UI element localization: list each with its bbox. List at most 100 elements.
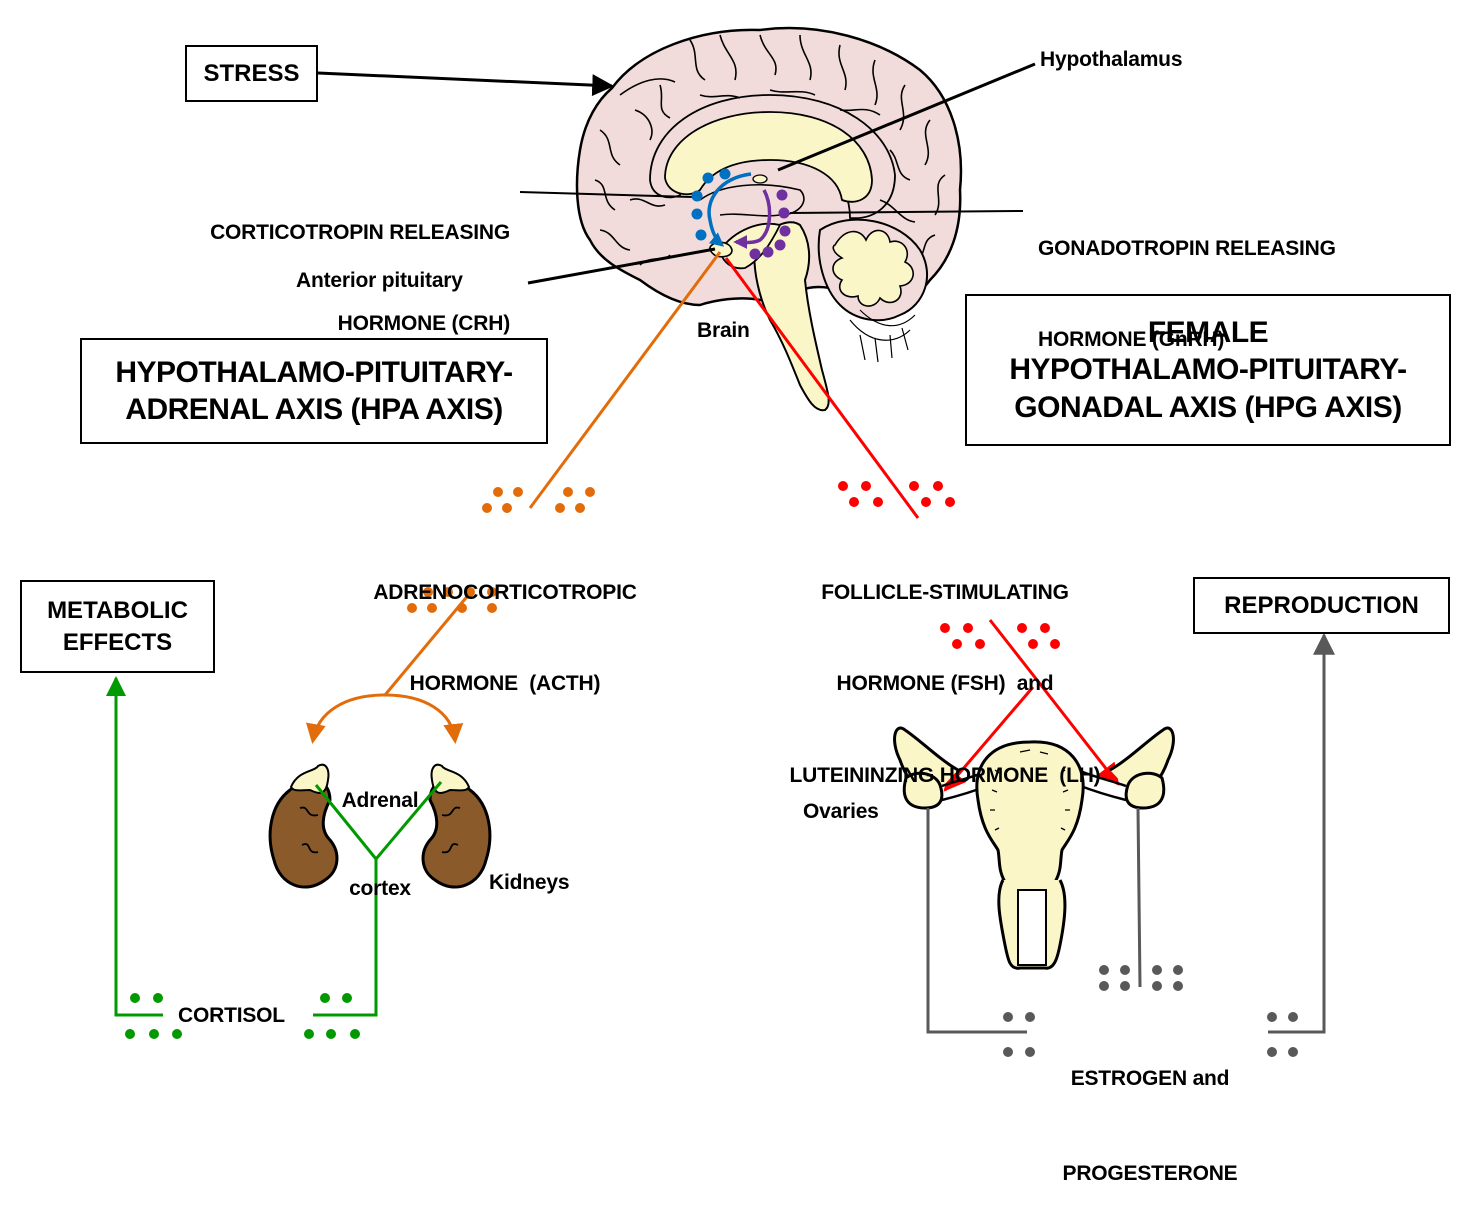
crh-dots xyxy=(691,168,731,241)
acth-molecule-dot xyxy=(585,487,595,497)
estrogen-line-2: PROGESTERONE xyxy=(1062,1161,1238,1185)
estrogen-line-1: ESTROGEN and xyxy=(1070,1067,1230,1090)
estrogen-molecule-dot xyxy=(1025,1012,1035,1022)
acth-dots xyxy=(407,487,595,613)
reproduction-box-text: REPRODUCTION xyxy=(1224,591,1419,619)
uterus-illustration xyxy=(893,726,1175,970)
pituitary-pointer xyxy=(527,247,716,285)
cortisol-trunk xyxy=(313,859,378,1017)
hpa-hpg-diagram: STRESS HYPOTHALAMO-PITUITARY- ADRENAL AX… xyxy=(20,26,1451,1185)
brain-illustration xyxy=(575,26,963,412)
acth-molecule-dot xyxy=(502,503,512,513)
estrogen-to-reproduction xyxy=(1268,632,1335,1034)
crh-molecule-dot xyxy=(702,172,714,184)
gnrh-molecule-dot xyxy=(778,207,790,219)
fsh-lh-molecule-dot xyxy=(963,623,973,633)
cortisol-molecule-dot xyxy=(153,993,163,1003)
crh-molecule-dot xyxy=(695,229,707,241)
hpa-axis-line-2: ADRENAL AXIS (HPA AXIS) xyxy=(125,393,503,426)
estrogen-dots xyxy=(1003,965,1298,1057)
adrenal-cortex-line-1: Adrenal xyxy=(341,788,419,812)
acth-molecule-dot xyxy=(555,503,565,513)
acth-line-upper xyxy=(528,251,722,509)
hpa-axis-line-1: HYPOTHALAMO-PITUITARY- xyxy=(115,355,513,389)
cortisol-molecule-dot xyxy=(320,993,330,1003)
acth-label-line-2: HORMONE (ACTH) xyxy=(409,672,601,696)
fsh-lh-molecule-dot xyxy=(861,481,871,491)
adrenal-cortex-label: Adrenal cortex xyxy=(320,727,440,933)
acth-molecule-dot xyxy=(407,603,417,613)
fsh-lh-line-lower xyxy=(988,619,1039,681)
fsh-lh-to-right-ovary xyxy=(1035,679,1120,786)
acth-molecule-dot xyxy=(423,587,433,597)
acth-molecule-dot xyxy=(443,587,453,597)
metabolic-line-2: EFFECTS xyxy=(62,628,173,656)
ovaries-label: Ovaries xyxy=(803,800,879,823)
cortisol-to-metabolic xyxy=(106,676,163,1017)
estrogen-molecule-dot xyxy=(1003,1047,1013,1057)
kidneys-label: Kidneys xyxy=(489,871,570,894)
fsh-lh-molecule-dot xyxy=(921,497,931,507)
hypothalamus-pointer xyxy=(777,62,1036,172)
hypothalamus-marker xyxy=(752,174,768,184)
stress-arrow xyxy=(317,71,615,97)
adrenal-cortex-line-2: cortex xyxy=(349,876,411,900)
left-kidney xyxy=(268,763,339,889)
cortisol-molecule-dot xyxy=(130,993,140,1003)
fsh-lh-line-upper xyxy=(724,257,920,519)
hpg-axis-line-2: HYPOTHALAMO-PITUITARY- xyxy=(1009,353,1407,387)
acth-molecule-dot xyxy=(427,603,437,613)
hpa-axis-box: HYPOTHALAMO-PITUITARY- ADRENAL AXIS (HPA… xyxy=(80,338,548,444)
gnrh-molecule-dot xyxy=(762,246,774,258)
estrogen-molecule-dot xyxy=(1099,981,1109,991)
fsh-lh-molecule-dot xyxy=(975,639,985,649)
fsh-lh-molecule-dot xyxy=(1028,639,1038,649)
fsh-lh-label-line-3: LUTEININZING HORMONE (LH) xyxy=(789,763,1101,787)
cortisol-dots xyxy=(125,993,360,1039)
crh-label-line-1: CORTICOTROPIN RELEASING xyxy=(210,220,510,244)
fsh-lh-molecule-dot xyxy=(1040,623,1050,633)
metabolic-effects-box: METABOLIC EFFECTS xyxy=(20,580,215,673)
fsh-lh-molecule-dot xyxy=(933,481,943,491)
cortisol-label: CORTISOL xyxy=(178,1004,285,1027)
fsh-lh-molecule-dot xyxy=(1050,639,1060,649)
acth-molecule-dot xyxy=(457,603,467,613)
estrogen-molecule-dot xyxy=(1003,1012,1013,1022)
cortisol-molecule-dot xyxy=(342,993,352,1003)
reproduction-box: REPRODUCTION xyxy=(1193,577,1450,634)
estrogen-molecule-dot xyxy=(1120,965,1130,975)
adrenal-arc-right xyxy=(384,693,464,744)
gnrh-label-line-1: GONADOTROPIN RELEASING xyxy=(1038,236,1336,260)
estrogen-molecule-dot xyxy=(1288,1012,1298,1022)
estrogen-molecule-dot xyxy=(1173,981,1183,991)
acth-molecule-dot xyxy=(487,603,497,613)
diagram-artwork xyxy=(106,26,1335,1057)
adrenal-arc-left xyxy=(305,693,386,744)
estrogen-left-line xyxy=(926,808,1027,1034)
cortisol-molecule-dot xyxy=(326,1029,336,1039)
estrogen-molecule-dot xyxy=(1120,981,1130,991)
crh-arrow xyxy=(707,172,752,247)
left-ovary xyxy=(902,771,944,810)
fsh-lh-to-left-ovary xyxy=(943,686,1035,792)
crh-molecule-dot xyxy=(719,168,731,180)
estrogen-molecule-dot xyxy=(1267,1047,1277,1057)
acth-molecule-dot xyxy=(493,487,503,497)
gnrh-pointer xyxy=(789,210,1024,214)
estrogen-molecule-dot xyxy=(1267,1012,1277,1022)
hpg-axis-line-3: GONADAL AXIS (HPG AXIS) xyxy=(1014,390,1402,424)
acth-label-line-1: ADRENOCORTICOTROPIC xyxy=(373,580,637,604)
estrogen-molecule-dot xyxy=(1099,965,1109,975)
crh-label-line-2: HORMONE (CRH) xyxy=(337,312,511,336)
cortisol-molecule-dot xyxy=(304,1029,314,1039)
fsh-lh-label-line-1: FOLLICLE-STIMULATING xyxy=(821,580,1069,604)
cortisol-molecule-dot xyxy=(125,1029,135,1039)
estrogen-molecule-dot xyxy=(1152,981,1162,991)
crh-label: CORTICOTROPIN RELEASING HORMONE (CRH) xyxy=(160,157,510,370)
acth-molecule-dot xyxy=(513,487,523,497)
fsh-lh-molecule-dot xyxy=(940,623,950,633)
stress-box: STRESS xyxy=(185,45,318,102)
hpg-axis-line-1: FEMALE xyxy=(1147,315,1269,349)
gnrh-label-line-2: HORMONE (GnRH) xyxy=(1038,328,1225,352)
gnrh-molecule-dot xyxy=(774,239,786,251)
